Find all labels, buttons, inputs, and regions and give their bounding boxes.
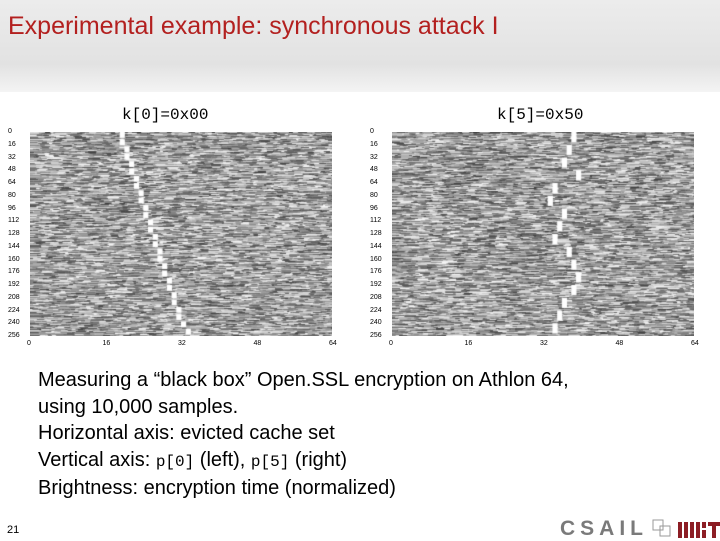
x-tick-label: 48 [615, 340, 624, 347]
y-tick-label: 64 [370, 179, 378, 186]
x-tick-label: 16 [102, 340, 111, 347]
csail-logo-text: CSAIL [560, 517, 648, 540]
caption-line-3: Horizontal axis: evicted cache set [38, 422, 335, 444]
y-tick-label: 208 [8, 293, 20, 301]
y-tick-label: 176 [8, 268, 20, 276]
caption-code-p0: p[0] [155, 452, 195, 471]
x-tick-label: 32 [540, 340, 548, 347]
caption-line-4-mid: (left), [194, 448, 251, 471]
y-tick-label: 240 [370, 319, 382, 327]
y-tick-label: 208 [370, 293, 382, 301]
caption-line-4: Vertical axis: p[0] (left), p[5] (right) [38, 447, 569, 476]
y-tick-label: 224 [370, 306, 382, 314]
left-plot-label: k[0]=0x00 [122, 106, 209, 124]
y-tick-label: 176 [370, 268, 382, 276]
caption-code-p5: p[5] [250, 452, 290, 471]
caption: Measuring a “black box” Open.SSL encrypt… [38, 367, 569, 502]
y-tick-label: 48 [370, 166, 378, 174]
caption-line-1: Measuring a “black box” Open.SSL encrypt… [38, 369, 569, 391]
slide-title: Experimental example: synchronous attack… [8, 12, 499, 40]
y-tick-label: 16 [8, 140, 16, 148]
x-tick-label: 16 [464, 340, 473, 347]
y-tick-label: 160 [8, 255, 20, 263]
y-tick-label: 160 [370, 255, 382, 263]
y-tick-label: 128 [8, 230, 20, 237]
right-heatmap [392, 132, 694, 336]
y-tick-label: 80 [8, 191, 16, 199]
y-tick-label: 48 [8, 166, 16, 174]
y-tick-label: 96 [370, 204, 378, 212]
x-tick-label: 64 [691, 340, 699, 347]
y-tick-label: 144 [370, 242, 382, 250]
mit-logo-icon [652, 518, 720, 540]
y-tick-label: 16 [370, 140, 378, 148]
right-plot-label: k[5]=0x50 [497, 106, 584, 124]
y-tick-label: 224 [8, 306, 20, 314]
y-tick-label: 256 [370, 332, 382, 339]
y-tick-label: 64 [8, 179, 16, 186]
csail-logo: CSAIL [560, 517, 720, 540]
x-tick-label: 0 [389, 340, 393, 347]
y-tick-label: 0 [370, 128, 374, 135]
y-tick-label: 256 [8, 332, 20, 339]
y-tick-label: 192 [370, 281, 382, 288]
x-tick-label: 48 [253, 340, 262, 347]
caption-line-5: Brightness: encryption time (normalized) [38, 477, 396, 499]
title-bar [0, 0, 720, 92]
y-tick-label: 0 [8, 128, 12, 135]
y-tick-label: 32 [370, 153, 378, 161]
y-tick-label: 32 [8, 153, 16, 161]
y-tick-label: 144 [8, 242, 20, 250]
y-tick-label: 240 [8, 319, 20, 327]
y-tick-label: 128 [370, 230, 382, 237]
x-tick-label: 32 [178, 340, 186, 347]
left-heatmap [30, 132, 332, 336]
y-tick-label: 112 [370, 217, 382, 225]
y-tick-label: 80 [370, 191, 378, 199]
caption-line-4-pre: Vertical axis: [38, 448, 156, 471]
x-tick-label: 64 [329, 340, 337, 347]
caption-line-4-post: (right) [289, 448, 348, 471]
y-tick-label: 192 [8, 281, 20, 288]
caption-line-2: using 10,000 samples. [38, 395, 239, 418]
y-tick-label: 96 [8, 204, 16, 212]
page-number: 21 [7, 524, 20, 536]
y-tick-label: 112 [8, 217, 20, 225]
x-tick-label: 0 [27, 340, 31, 347]
